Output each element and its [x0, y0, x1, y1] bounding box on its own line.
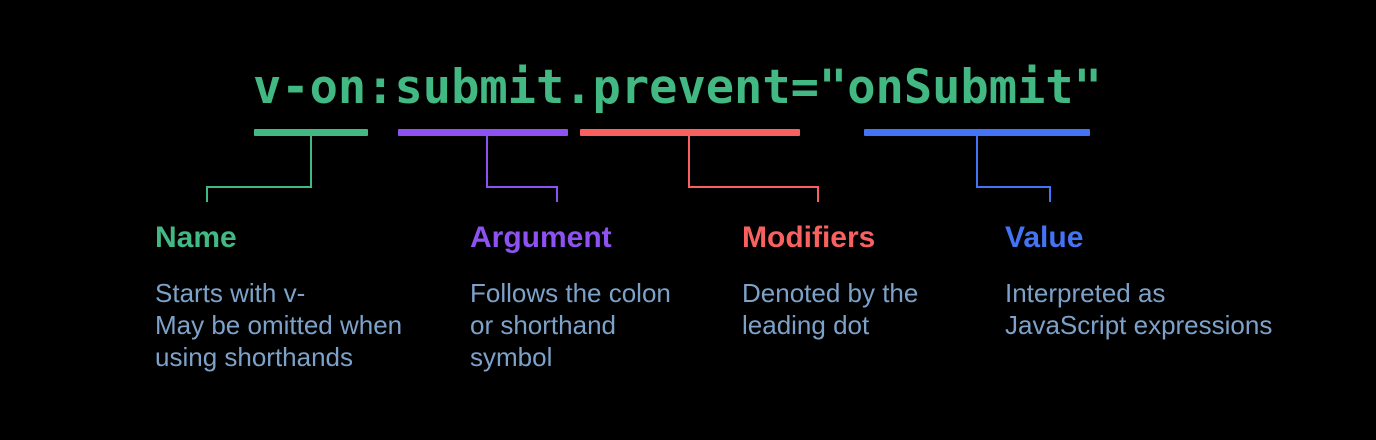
name-description: Starts with v- May be omitted when using…	[155, 277, 402, 373]
directive-code-text: v-on:submit.prevent="onSubmit"	[253, 60, 1102, 115]
argument-description-line: symbol	[470, 342, 553, 372]
value-description-line: JavaScript expressions	[1005, 310, 1273, 340]
name-underline	[254, 129, 368, 136]
modifiers-description-line: Denoted by the	[742, 278, 919, 308]
modifiers-connector-tick	[817, 186, 819, 202]
argument-description: Follows the colon or shorthand symbol	[470, 277, 671, 373]
value-label: Value	[1005, 221, 1084, 254]
argument-underline	[398, 129, 568, 136]
value-connector-tick	[1049, 186, 1051, 202]
value-description: Interpreted as JavaScript expressions	[1005, 277, 1272, 341]
value-connector-line	[976, 136, 1051, 188]
name-connector-tick	[206, 186, 208, 202]
name-description-line: using shorthands	[155, 342, 354, 372]
argument-connector-line	[486, 136, 558, 188]
value-description-line: Interpreted as	[1005, 278, 1166, 308]
modifiers-label: Modifiers	[742, 221, 876, 254]
argument-label: Argument	[470, 221, 612, 254]
modifiers-description-line: leading dot	[742, 310, 870, 340]
argument-description-line: Follows the colon	[470, 278, 671, 308]
name-connector-line	[206, 136, 312, 188]
argument-description-line: or shorthand	[470, 310, 616, 340]
name-description-line: May be omitted when	[155, 310, 403, 340]
name-label: Name	[155, 221, 237, 254]
modifiers-connector-line	[688, 136, 819, 188]
modifiers-underline	[580, 129, 800, 136]
modifiers-description: Denoted by the leading dot	[742, 277, 918, 341]
name-description-line: Starts with v-	[155, 278, 306, 308]
argument-connector-tick	[556, 186, 558, 202]
value-underline	[864, 129, 1090, 136]
